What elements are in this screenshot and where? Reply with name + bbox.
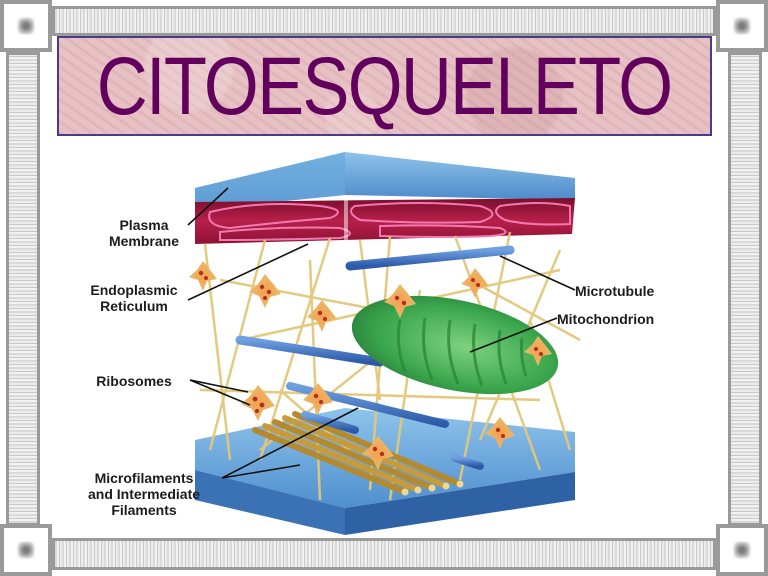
- label-line: Reticulum: [100, 298, 168, 314]
- label-microfilaments: Microfilaments and Intermediate Filament…: [74, 470, 214, 518]
- label-line: Microfilaments: [94, 470, 194, 486]
- label-line: Membrane: [108, 233, 180, 249]
- cytoskeleton-illustration: [187, 152, 581, 535]
- label-endoplasmic-reticulum: Endoplasmic Reticulum: [78, 282, 190, 314]
- label-plasma-membrane: Plasma Membrane: [94, 217, 194, 249]
- label-line: Filaments: [111, 502, 177, 518]
- frame-left-strip: [6, 52, 40, 526]
- frame-corner-top-left: [0, 0, 52, 52]
- corner-ornament-icon: [18, 542, 34, 558]
- frame-right-strip: [728, 52, 762, 526]
- label-line: and Intermediate: [87, 486, 201, 502]
- frame-corner-bottom-right: [716, 524, 768, 576]
- label-microtubule: Microtubule: [575, 283, 655, 299]
- label-line: Endoplasmic: [90, 282, 178, 298]
- frame-corner-bottom-left: [0, 524, 52, 576]
- frame-bottom-strip: [52, 538, 716, 570]
- label-leader-lines: [187, 187, 576, 479]
- cytoskeleton-diagram: Plasma Membrane Endoplasmic Reticulum Ri…: [60, 140, 710, 535]
- plasma-membrane-slab: [195, 152, 575, 210]
- frame-corner-top-right: [716, 0, 768, 52]
- slide-title: CITOESQUELETO: [97, 41, 673, 132]
- label-mitochondrion: Mitochondrion: [557, 311, 655, 327]
- label-line: Plasma: [119, 217, 169, 233]
- bottom-membrane-slab: [195, 408, 575, 535]
- frame-top-strip: [52, 6, 716, 36]
- corner-ornament-icon: [18, 18, 34, 34]
- title-box: CITOESQUELETO: [57, 36, 712, 136]
- corner-ornament-icon: [734, 18, 750, 34]
- endoplasmic-reticulum-band: [195, 196, 575, 244]
- corner-ornament-icon: [734, 542, 750, 558]
- ribosomes: [189, 261, 552, 470]
- mitochondrion: [351, 295, 559, 395]
- label-ribosomes: Ribosomes: [96, 373, 172, 389]
